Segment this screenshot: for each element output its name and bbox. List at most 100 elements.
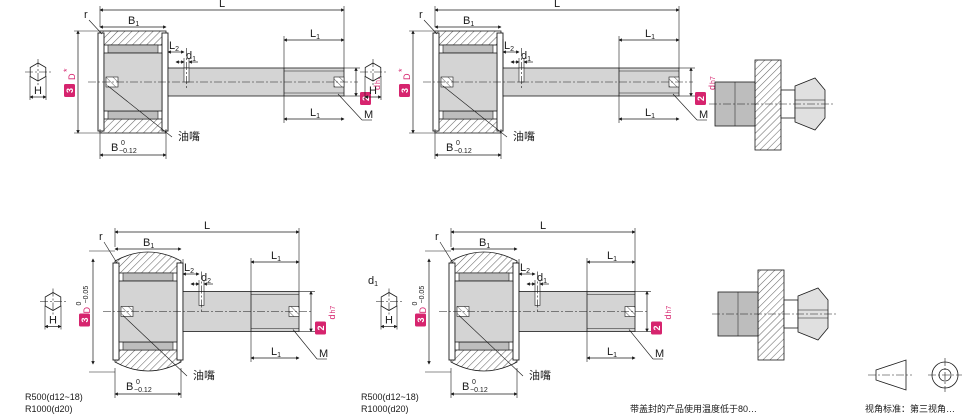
badge-2-dh7: 2 (315, 321, 326, 335)
hex-key-icon: H (25, 59, 51, 100)
needle-roller-bottom (458, 341, 510, 351)
label-L: L (554, 0, 560, 10)
label-d1: d1 (521, 50, 531, 63)
label-H: H (385, 315, 393, 327)
label-r: r (419, 9, 423, 21)
label-B-tol-lower: −0.12 (134, 387, 152, 394)
label-B: B (111, 142, 118, 154)
label-D-star: * (62, 68, 72, 72)
label-L1-top: L1 (310, 28, 320, 41)
badge-2-dh7-bg (651, 321, 662, 335)
label-B-tol-upper: 0 (456, 140, 460, 147)
outer-ring-top (114, 251, 182, 274)
label-B1: B1 (143, 237, 154, 250)
label-L1-bottom: L1 (607, 346, 617, 359)
label-d1: d1 (537, 272, 547, 285)
badge-3-D-bg (64, 84, 75, 97)
footer-note-projection: 视角标准：第三视角… (865, 403, 955, 414)
label-L2: L2 (520, 262, 530, 275)
label-stray-d1: d1 (368, 275, 378, 288)
label-oil: 油嘴 (178, 129, 200, 143)
badge-3-D-text: 3 (400, 88, 410, 93)
label-oil: 油嘴 (529, 368, 551, 382)
projection-cone (875, 359, 907, 391)
label-L2: L2 (504, 40, 514, 53)
label-L1-bottom: L1 (271, 346, 281, 359)
label-D-tol-lower: −0.05 (419, 286, 426, 304)
label-L: L (219, 0, 225, 10)
outer-ring-top (434, 30, 502, 46)
badge-3-D: 3 (79, 313, 90, 327)
needle-roller-top (458, 272, 510, 282)
label-L2: L2 (184, 262, 194, 275)
label-M: M (655, 348, 664, 360)
label-M: M (364, 109, 373, 121)
hex-key-icon: H (360, 59, 386, 100)
outer-ring-top (450, 251, 518, 274)
needle-roller-bottom (122, 341, 174, 351)
label-H: H (49, 315, 57, 327)
badge-3-D: 3 (64, 84, 75, 97)
badge-2-dh7-text: 2 (652, 325, 662, 330)
badge-3-D-bg (399, 84, 410, 97)
label-B-tol-upper: 0 (121, 140, 125, 147)
label-H: H (34, 85, 42, 97)
label-D: D (82, 307, 92, 314)
label-R1000: R1000(d20) (25, 404, 73, 414)
label-B: B (446, 142, 453, 154)
label-B-tol-lower: −0.12 (470, 387, 488, 394)
label-H: H (369, 85, 377, 97)
label-D: D (67, 73, 77, 80)
needle-roller-top (122, 272, 174, 282)
label-L1-bottom: L1 (645, 107, 655, 120)
outer-ring-bottom (99, 118, 167, 134)
label-B-tol-lower: −0.12 (454, 148, 472, 155)
third-angle-projection-icon (868, 358, 962, 392)
badge-2-dh7: 2 (695, 92, 706, 105)
label-r: r (435, 231, 439, 243)
label-L1-top: L1 (607, 250, 617, 263)
badge-3-D-text: 3 (416, 317, 426, 322)
mount-plate (754, 59, 782, 151)
mount-plate (757, 269, 785, 361)
label-dh7: dh7 (663, 306, 673, 320)
hex-key-icon: H (376, 288, 402, 330)
label-R1000: R1000(d20) (361, 404, 409, 414)
label-D-tol-upper: 0 (76, 302, 83, 306)
label-B1: B1 (479, 237, 490, 250)
label-dh7: dh7 (327, 306, 337, 320)
label-d1: d1 (186, 50, 196, 63)
label-M: M (319, 348, 328, 360)
outer-ring-bottom (434, 118, 502, 134)
assembly-view-bottom (712, 269, 836, 361)
badge-3-D-text: 3 (65, 88, 75, 93)
hex-key-icon: H (40, 288, 66, 330)
label-L1-bottom: L1 (310, 107, 320, 120)
label-L1-top: L1 (645, 28, 655, 41)
label-D: D (402, 73, 412, 80)
label-d2: d2 (201, 272, 211, 285)
badge-2-dh7-text: 2 (316, 325, 326, 330)
outer-ring-top (99, 30, 167, 46)
label-dh7: dh7 (372, 76, 382, 90)
badge-2-dh7: 2 (651, 321, 662, 335)
label-B1: B1 (463, 15, 474, 28)
label-oil: 油嘴 (193, 368, 215, 382)
label-L: L (540, 220, 546, 232)
label-D: D (418, 307, 428, 314)
label-D-star: * (397, 68, 407, 72)
label-B-tol-upper: 0 (472, 379, 476, 386)
needle-roller-bottom (442, 110, 494, 120)
label-L2: L2 (169, 40, 179, 53)
needle-roller-top (442, 44, 494, 54)
needle-roller-bottom (107, 110, 159, 120)
badge-3-D-text: 3 (80, 317, 90, 322)
label-B: B (462, 381, 469, 393)
label-L1-top: L1 (271, 250, 281, 263)
label-D-tol-lower: −0.05 (83, 286, 90, 304)
